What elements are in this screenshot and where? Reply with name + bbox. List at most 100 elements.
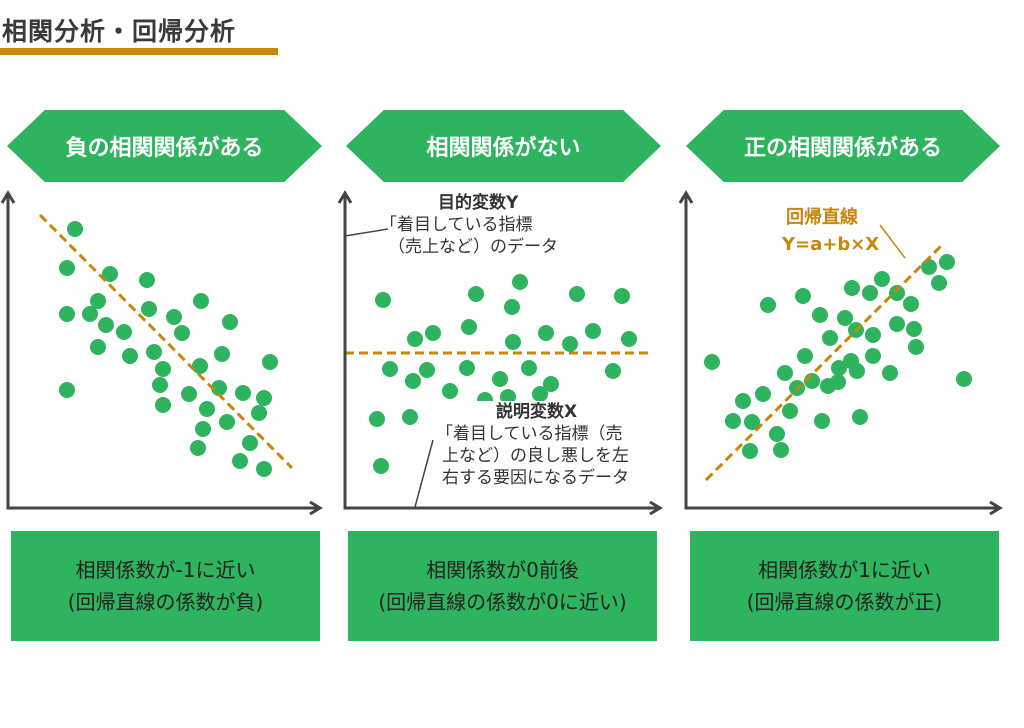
data-point [795,288,811,304]
data-point [256,461,272,477]
data-point [492,371,508,387]
data-point [830,374,846,390]
data-point [219,414,235,430]
data-point [744,414,760,430]
data-point [59,260,75,276]
data-point [769,426,785,442]
data-point [190,440,206,456]
data-point [814,413,830,429]
data-point [461,319,477,335]
data-point [512,274,528,290]
result-box-negative: 相関係数が-1に近い (回帰直線の係数が負) [11,531,320,641]
box-line-1: 相関係数が0前後 [426,558,579,582]
data-point [251,405,267,421]
data-point [222,314,238,330]
y-axis-arrow-icon [0,190,16,204]
data-point [755,386,771,402]
axes [343,193,660,510]
data-point [373,458,389,474]
data-point [956,371,972,387]
data-point [382,361,398,377]
data-point [852,409,868,425]
box-line-2: (回帰直線の係数が0に近い) [378,590,627,614]
data-point [865,348,881,364]
axes [684,193,1000,510]
data-point [405,373,421,389]
x-variable-title: 説明変数X [496,402,578,422]
data-point [562,336,578,352]
regression-line [38,213,294,470]
data-point [468,286,484,302]
banner-none: 相関関係がない [346,110,661,182]
box-line-1: 相関係数が1に近い [758,558,931,582]
data-point [505,334,521,350]
data-point [442,383,458,399]
data-point [195,421,211,437]
regression-formula: Y=a+b×X [782,234,880,255]
data-point [605,363,621,379]
y-variable-title: 目的変数Y [438,193,519,213]
result-box-none: 相関係数が0前後 (回帰直線の係数が0に近い) [348,531,657,641]
data-point [538,325,554,341]
y-leader-line [344,228,389,237]
data-point [146,344,162,360]
data-point [199,401,215,417]
data-point [906,321,922,337]
data-point [882,365,898,381]
data-point [375,292,391,308]
data-point [849,363,865,379]
data-point [232,453,248,469]
data-point [504,299,520,315]
data-point [82,306,98,322]
title-underline [0,48,278,55]
data-point [797,348,813,364]
data-point [425,325,441,341]
data-point [939,254,955,270]
data-point [621,331,637,347]
y-variable-desc-1: 「着目している指標 [380,215,533,236]
x-variable-desc-1: 「着目している指標（売 [436,424,623,445]
data-point [931,275,947,291]
data-point [865,327,881,343]
data-point [242,435,258,451]
data-point [98,317,114,333]
data-point [862,285,878,301]
data-point [812,307,828,323]
result-box-positive: 相関係数が1に近い (回帰直線の係数が正) [690,531,999,641]
x-variable-desc-2: 上など）の良し悪しを左 [442,446,629,467]
data-point [831,360,847,376]
data-point [174,325,190,341]
box-line-2: (回帰直線の係数が正) [746,590,943,614]
data-point [256,390,272,406]
y-variable-label: 目的変数Y 「着目している指標 （売上など）のデータ [380,192,558,259]
data-point [90,293,106,309]
banner-positive: 正の相関関係がある [686,110,1000,182]
data-point [773,442,789,458]
data-point [889,316,905,332]
data-point [139,272,155,288]
data-point [59,306,75,322]
axes [6,193,320,510]
data-point [704,354,720,370]
data-point [844,280,860,296]
box-line-1: 相関係数が-1に近い [75,558,256,582]
banner-negative: 負の相関関係がある [7,110,322,182]
data-point [102,266,118,282]
data-point [235,385,251,401]
data-point [532,386,548,402]
data-point [90,339,106,355]
data-point [837,310,853,326]
data-point [903,296,919,312]
data-point [262,354,278,370]
data-point [908,339,924,355]
data-point [521,360,537,376]
data-point [192,358,208,374]
data-point [193,293,209,309]
data-point [67,221,83,237]
regression-leader-line [879,224,906,259]
regression-line-label: 回帰直線 [786,207,858,228]
box-line-2: (回帰直線の係数が負) [67,590,264,614]
data-point [569,286,585,302]
